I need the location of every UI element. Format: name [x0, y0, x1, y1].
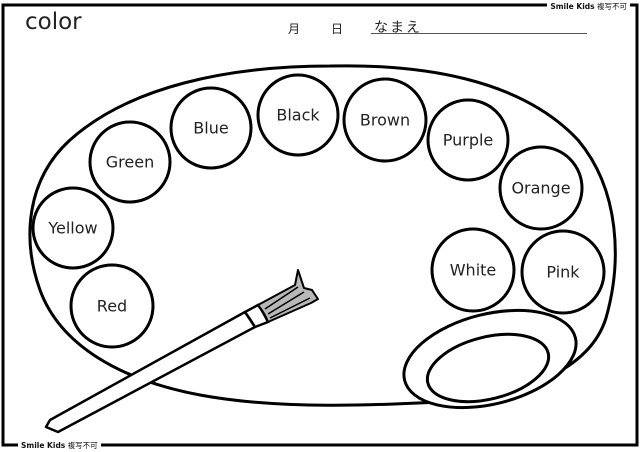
paint-well-label: Brown [360, 111, 410, 130]
paint-well-circle[interactable] [88, 120, 172, 204]
brush-handle [44, 310, 257, 434]
paint-well-yellow[interactable]: Yellow [31, 186, 115, 270]
paint-well-label: White [450, 261, 497, 280]
paint-well-red[interactable]: Red [69, 263, 155, 349]
name-write-line[interactable] [371, 33, 587, 34]
paint-well-label: Blue [193, 119, 228, 138]
paint-well-orange[interactable]: Orange [498, 145, 584, 231]
brush-bristles [257, 269, 319, 323]
paint-well-circle[interactable] [169, 86, 253, 170]
credit-notice: 複写不可 [67, 441, 98, 450]
paint-well-blue[interactable]: Blue [169, 86, 253, 170]
palette-thumb-hole [402, 308, 578, 410]
paint-well-circle[interactable] [520, 229, 606, 315]
paint-well-label: Pink [546, 263, 580, 282]
paint-well-purple[interactable]: Purple [426, 98, 510, 182]
paint-well-label: Purple [443, 131, 494, 150]
paint-well-white[interactable]: White [430, 227, 516, 313]
credit-brand: Smile Kids [550, 2, 595, 11]
page-border [1, 3, 639, 447]
credit-notice: 複写不可 [597, 2, 627, 11]
paint-well-circle[interactable] [430, 227, 516, 313]
paint-well-label: Orange [511, 179, 570, 198]
paint-well-circle[interactable] [426, 98, 510, 182]
paint-well-label: Red [97, 297, 127, 316]
paint-brush [44, 269, 319, 434]
paint-well-black[interactable]: Black [256, 73, 340, 157]
credit-bottom: Smile Kids 複写不可 [18, 440, 101, 451]
paint-well-label: Black [276, 106, 320, 125]
paint-well-circle[interactable] [31, 186, 115, 270]
credit-brand: Smile Kids [21, 441, 66, 450]
month-label: 月 [288, 22, 301, 36]
day-label: 日 [331, 22, 344, 36]
paint-well-circle[interactable] [498, 145, 584, 231]
paint-well-circle[interactable] [69, 263, 155, 349]
paint-well-brown[interactable]: Brown [342, 77, 428, 163]
paint-well-pink[interactable]: Pink [520, 229, 606, 315]
paint-well-label: Yellow [47, 219, 97, 238]
worksheet-title: color [25, 9, 82, 35]
credit-top: Smile Kids 複写不可 [547, 1, 630, 12]
paint-well-label: Green [106, 153, 154, 172]
paint-well-circle[interactable] [342, 77, 428, 163]
name-label: なまえ [374, 20, 422, 36]
paint-well-circle[interactable] [256, 73, 340, 157]
paint-well-green[interactable]: Green [88, 120, 172, 204]
